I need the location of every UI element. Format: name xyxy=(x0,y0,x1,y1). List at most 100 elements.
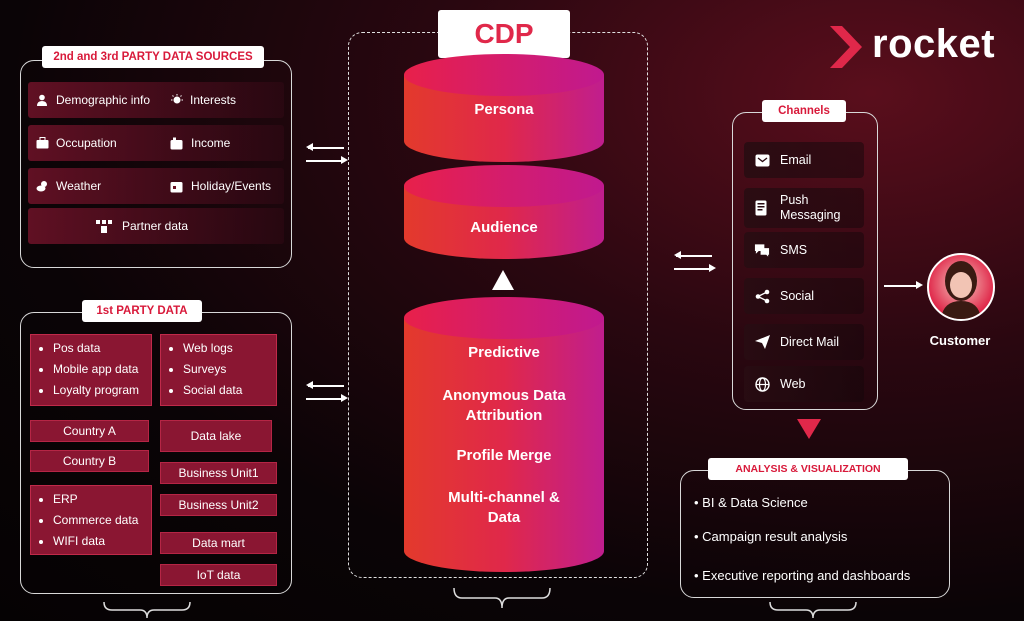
analysis-item: • Campaign result analysis xyxy=(694,529,848,544)
down-triangle-icon xyxy=(797,419,821,439)
source-item-interests: Interests xyxy=(170,93,236,107)
rocket-logo-icon xyxy=(830,26,862,68)
globe-icon xyxy=(754,376,770,392)
email-icon xyxy=(754,152,770,168)
list-item: Pos data xyxy=(53,341,151,355)
arrow-right xyxy=(306,160,342,162)
cylinder-core: Predictive Anonymous Data Attribution Pr… xyxy=(404,297,604,572)
channel-email: Email xyxy=(744,142,864,178)
list-item: Mobile app data xyxy=(53,362,151,376)
customer-avatar xyxy=(927,253,995,321)
arrowhead-left xyxy=(306,381,313,389)
cylinder-audience: Audience xyxy=(404,165,604,260)
core-item: Profile Merge xyxy=(456,447,552,464)
briefcase-icon xyxy=(36,137,49,149)
arrowhead-right xyxy=(341,394,348,402)
share-icon xyxy=(754,288,770,304)
customer-label: Customer xyxy=(929,333,991,348)
list-item: Surveys xyxy=(183,362,276,376)
source-label: Weather xyxy=(56,179,102,193)
arrow-left xyxy=(308,385,344,387)
first-party-title: 1st PARTY DATA xyxy=(82,300,202,322)
source-label: Partner data xyxy=(122,219,189,233)
arrowhead-left xyxy=(306,143,313,151)
weather-icon xyxy=(36,181,47,192)
source-item-demographic: Demographic info xyxy=(36,93,150,107)
analysis-item: • Executive reporting and dashboards xyxy=(694,568,911,583)
arrow-left xyxy=(308,147,344,149)
arrow-right xyxy=(306,398,342,400)
source-item-occupation: Occupation xyxy=(36,136,117,150)
channel-label: Web xyxy=(780,377,806,391)
source-demographic xyxy=(28,82,284,118)
arrowhead-right xyxy=(341,156,348,164)
channel-label: Social xyxy=(780,289,815,303)
list-item: Web logs xyxy=(183,341,276,355)
list-item: ERP xyxy=(53,492,151,506)
arrowhead-right xyxy=(709,264,716,272)
source-label: Income xyxy=(191,136,231,150)
store-data-lake: Data lake xyxy=(160,420,272,452)
channel-label: SMS xyxy=(780,243,808,257)
first-party-group2: Web logs Surveys Social data xyxy=(160,334,277,406)
list-item: WIFI data xyxy=(53,534,151,548)
source-label: Interests xyxy=(190,93,237,107)
cylinder-label: Persona xyxy=(474,101,534,118)
person-icon xyxy=(941,261,981,319)
core-item: Anonymous Data Attribution xyxy=(442,387,566,424)
channels-title: Channels xyxy=(762,100,846,122)
list-item: Social data xyxy=(183,383,276,397)
source-label: Occupation xyxy=(56,136,117,150)
partner-icon xyxy=(96,219,112,233)
channel-web: Web xyxy=(744,366,864,402)
channel-direct-mail: Direct Mail xyxy=(744,324,864,360)
cdp-title: CDP xyxy=(438,10,570,58)
list-item: Loyalty program xyxy=(53,383,151,397)
source-label: Demographic info xyxy=(56,93,151,107)
arrowhead-right xyxy=(916,281,923,289)
source-item-partner: Partner data xyxy=(96,219,188,233)
source-item-weather: Weather xyxy=(36,179,101,193)
core-item: Multi-channel & Data xyxy=(448,489,560,526)
arrow-right xyxy=(674,268,710,270)
channel-sms: SMS xyxy=(744,232,864,268)
source-item-holiday: Holiday/Events xyxy=(170,179,271,193)
calendar-icon xyxy=(170,181,183,192)
store-business-unit2: Business Unit2 xyxy=(160,494,277,516)
store-data-mart: Data mart xyxy=(160,532,277,554)
core-item: Predictive xyxy=(468,344,540,361)
list-item: Commerce data xyxy=(53,513,151,527)
store-business-unit1: Business Unit1 xyxy=(160,462,277,484)
third-party-title: 2nd and 3rd PARTY DATA SOURCES xyxy=(42,46,264,68)
source-item-income: Income xyxy=(170,136,230,150)
channel-label: Push Messaging xyxy=(780,193,841,222)
channel-social: Social xyxy=(744,278,864,314)
wallet-icon xyxy=(170,137,183,149)
source-weather xyxy=(28,168,284,204)
cylinder-label: Audience xyxy=(470,219,538,236)
brand-name: rocket xyxy=(872,22,996,66)
arrow-left xyxy=(676,255,712,257)
source-partner-row xyxy=(28,208,284,244)
channel-label: Direct Mail xyxy=(780,335,840,349)
up-triangle-icon xyxy=(492,270,514,290)
source-occupation xyxy=(28,125,284,161)
country-b: Country B xyxy=(30,450,149,472)
channel-push: Push Messaging xyxy=(744,188,864,228)
analysis-title: ANALYSIS & VISUALIZATION xyxy=(708,458,908,480)
analysis-item: • BI & Data Science xyxy=(694,495,808,510)
first-party-group3: ERP Commerce data WIFI data xyxy=(30,485,152,555)
push-icon xyxy=(754,200,770,216)
first-party-group1: Pos data Mobile app data Loyalty program xyxy=(30,334,152,406)
send-icon xyxy=(754,334,770,350)
person-icon xyxy=(37,94,47,106)
brace-icon xyxy=(453,587,551,609)
country-a: Country A xyxy=(30,420,149,442)
arrow-right xyxy=(884,285,918,287)
arrowhead-left xyxy=(674,251,681,259)
channel-label: Email xyxy=(780,153,812,167)
cylinder-persona: Persona xyxy=(404,54,604,164)
store-iot-data: IoT data xyxy=(160,564,277,586)
brace-icon xyxy=(103,601,191,619)
source-label: Holiday/Events xyxy=(191,179,272,193)
